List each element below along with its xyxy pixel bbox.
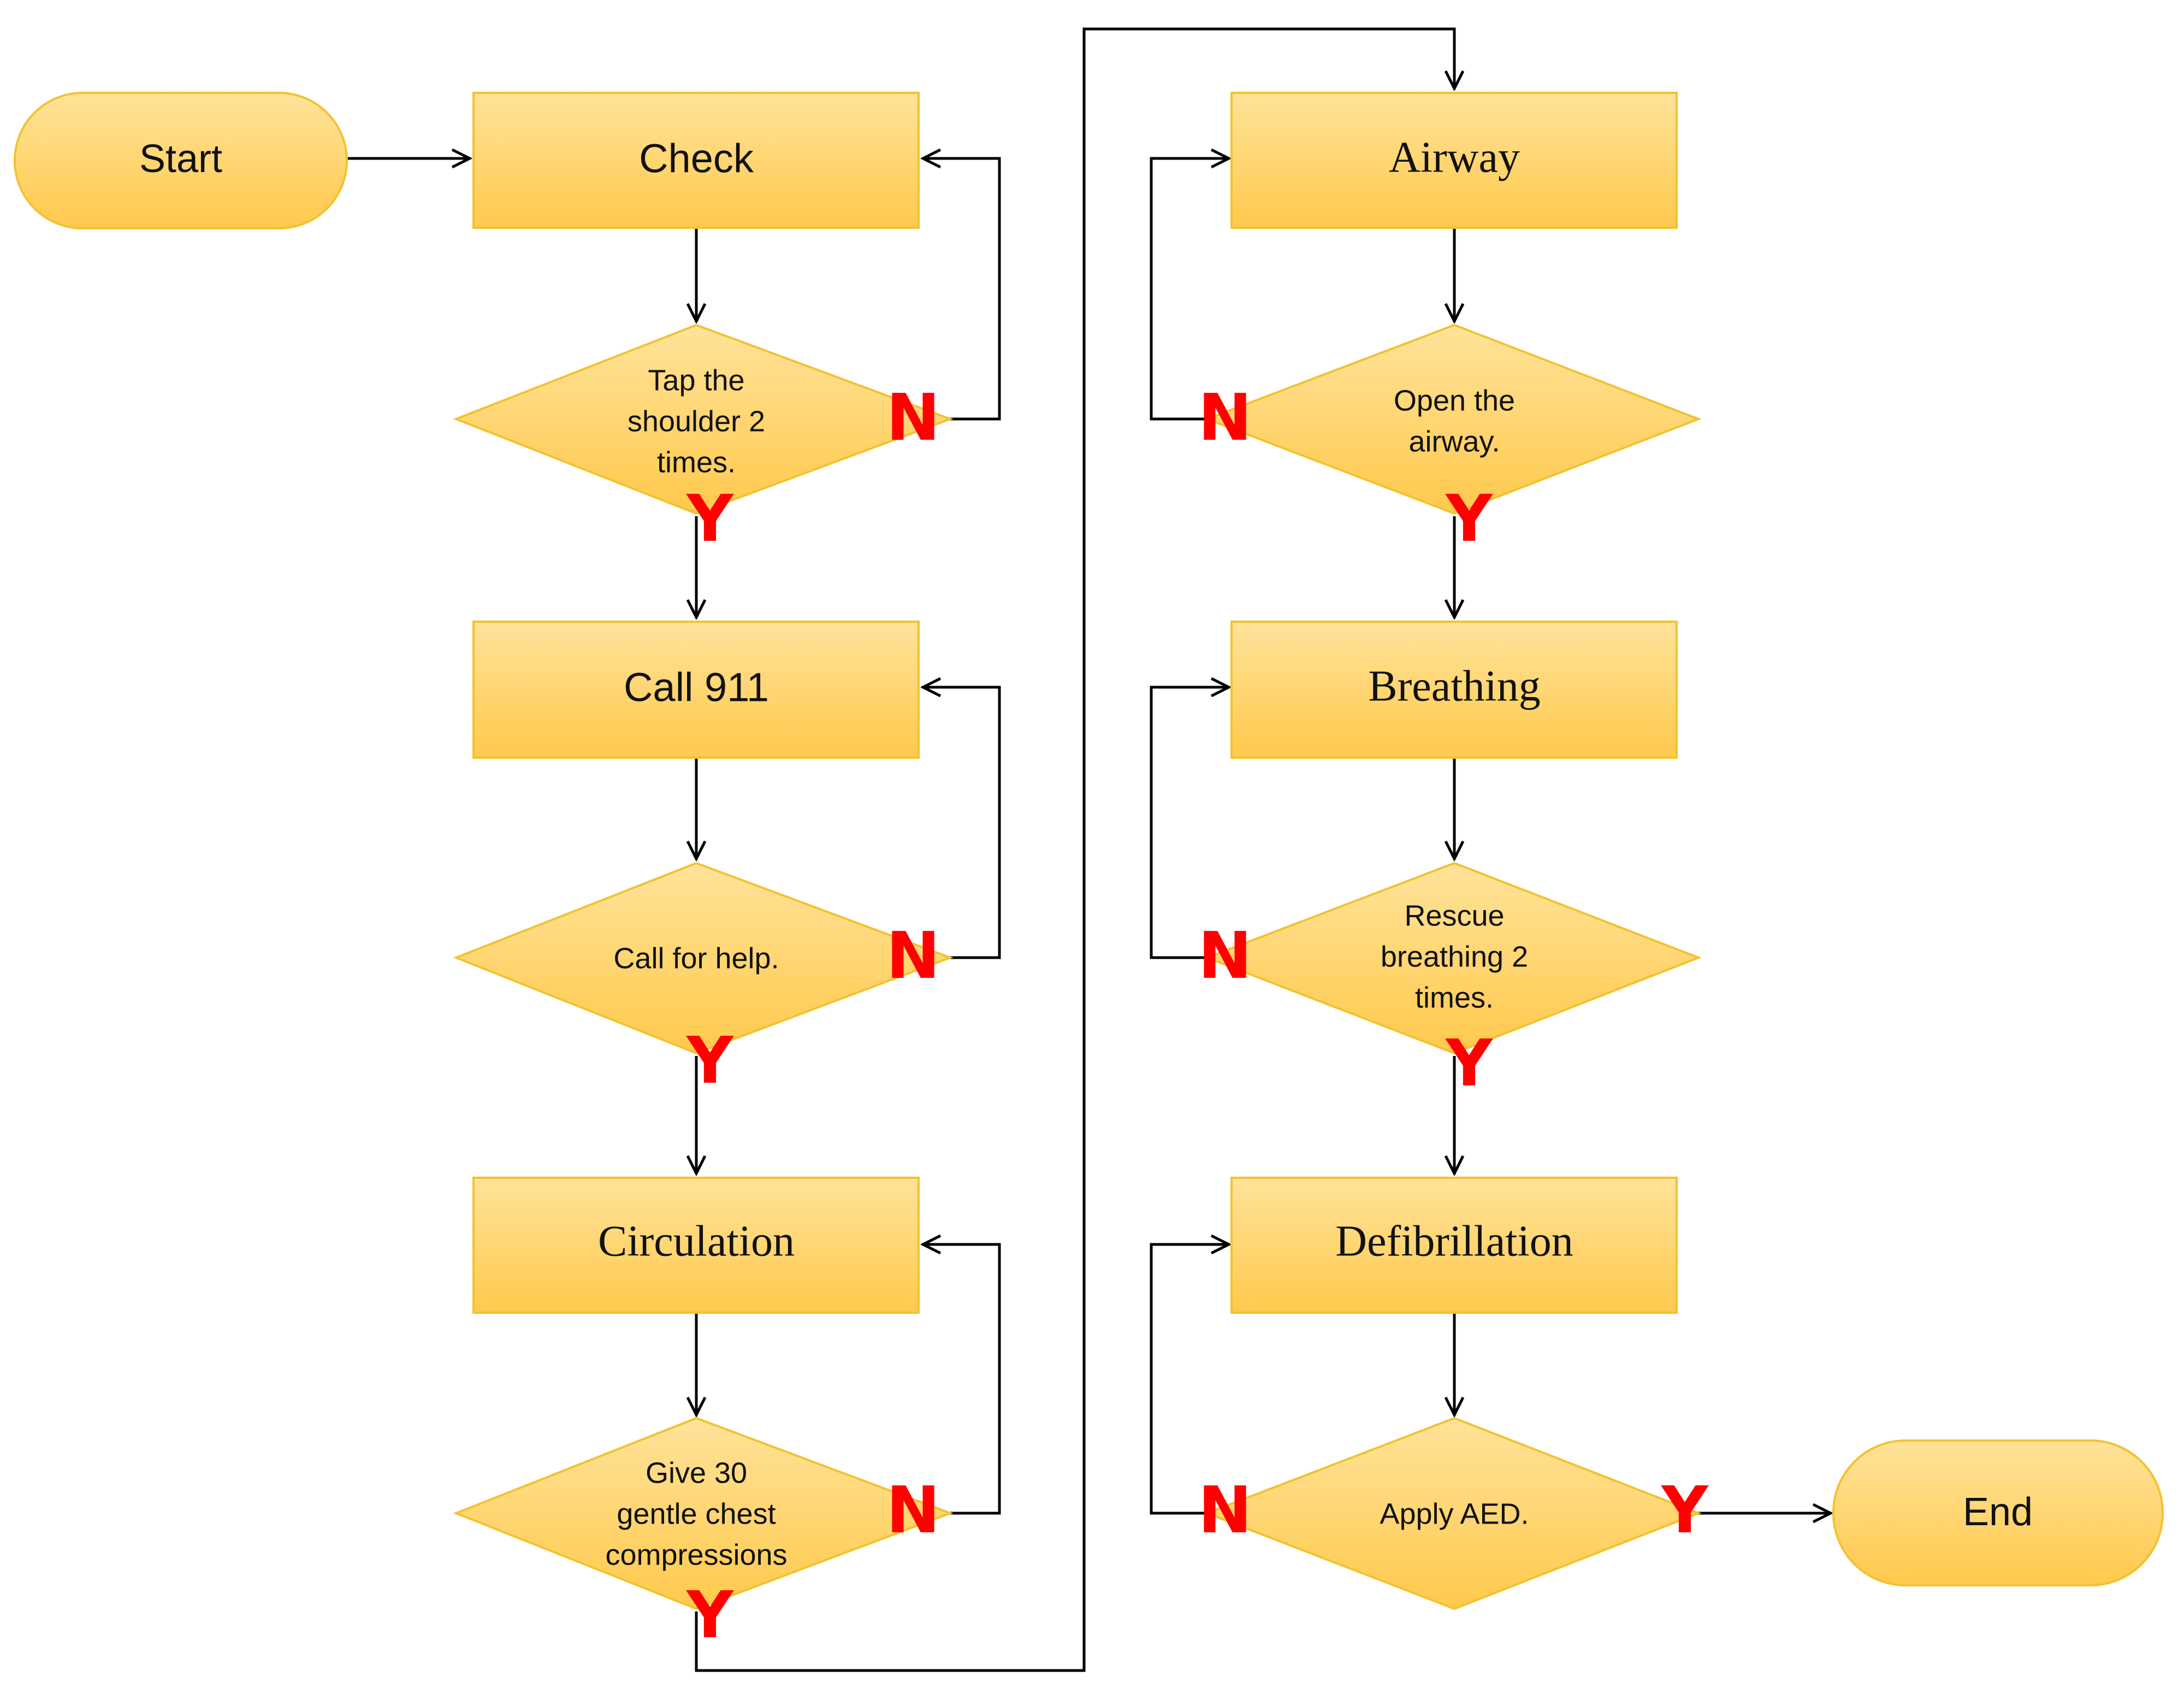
decision-rescue-breathing: Rescue breathing 2 times. bbox=[1204, 861, 1702, 1055]
connector-openairway-airway-no bbox=[1150, 158, 1229, 421]
start-label: Start bbox=[139, 137, 222, 181]
branch-no-label: N bbox=[886, 1472, 940, 1548]
step-breathing: Breathing bbox=[1230, 621, 1678, 759]
decision-open-airway-line-2: airway. bbox=[1408, 425, 1500, 458]
branch-no-label: N bbox=[1198, 1472, 1252, 1548]
decision-rescue-breathing-line-3: times. bbox=[1415, 981, 1494, 1014]
connector-compress-circulation-no bbox=[923, 1244, 1001, 1515]
step-check-label: Check bbox=[639, 136, 754, 181]
decision-rescue-breathing-line-2: breathing 2 bbox=[1381, 940, 1528, 973]
step-circulation-label: Circulation bbox=[598, 1217, 795, 1265]
decision-compressions-line-2: gentle chest bbox=[617, 1497, 776, 1530]
decision-tap-shoulder-line-1: Tap the bbox=[648, 364, 744, 397]
start-terminal: Start bbox=[14, 92, 348, 229]
step-call911-label: Call 911 bbox=[624, 665, 769, 710]
step-breathing-label: Breathing bbox=[1368, 662, 1540, 710]
decision-open-airway: Open the airway. bbox=[1204, 323, 1702, 515]
step-defibrillation-label: Defibrillation bbox=[1335, 1217, 1573, 1265]
decision-call-help-line-1: Call for help. bbox=[613, 942, 779, 975]
connector-rescue-breathing-no bbox=[1150, 687, 1229, 959]
connector-tap-check-no bbox=[923, 158, 1001, 421]
branch-yes-label: Y bbox=[1445, 481, 1493, 556]
branch-yes-label: Y bbox=[685, 1577, 734, 1652]
connector-compress-airway bbox=[695, 27, 1454, 1672]
decision-call-help: Call for help. bbox=[453, 861, 954, 1055]
decision-tap-shoulder-line-3: times. bbox=[657, 446, 736, 479]
branch-yes-label: Y bbox=[1445, 1025, 1493, 1101]
step-call911: Call 911 bbox=[472, 621, 920, 759]
branch-yes-label: Y bbox=[685, 1023, 734, 1098]
branch-no-label: N bbox=[886, 918, 940, 993]
decision-rescue-breathing-line-1: Rescue bbox=[1404, 899, 1504, 932]
decision-open-airway-line-1: Open the bbox=[1394, 384, 1515, 417]
branch-no-label: N bbox=[1198, 918, 1252, 993]
decision-tap-shoulder: Tap the shoulder 2 times. bbox=[453, 323, 954, 515]
branch-yes-label: Y bbox=[1660, 1472, 1709, 1548]
step-airway-label: Airway bbox=[1389, 133, 1520, 181]
end-terminal: End bbox=[1832, 1439, 2164, 1586]
decision-compressions-line-1: Give 30 bbox=[646, 1456, 747, 1489]
step-defibrillation: Defibrillation bbox=[1230, 1177, 1678, 1314]
decision-apply-aed: Apply AED. bbox=[1204, 1416, 1702, 1610]
step-circulation: Circulation bbox=[472, 1177, 920, 1314]
decision-tap-shoulder-line-2: shoulder 2 bbox=[628, 405, 765, 438]
branch-no-label: N bbox=[886, 380, 940, 455]
branch-yes-label: Y bbox=[685, 481, 734, 556]
decision-compressions-line-3: compressions bbox=[605, 1538, 787, 1571]
branch-no-label: N bbox=[1198, 380, 1252, 455]
step-check: Check bbox=[472, 92, 920, 229]
decision-apply-aed-line-1: Apply AED. bbox=[1380, 1497, 1529, 1530]
connector-aed-defibrillation-no bbox=[1150, 1244, 1229, 1515]
end-label: End bbox=[1963, 1490, 2033, 1534]
step-airway: Airway bbox=[1230, 92, 1678, 229]
connector-help-call911-no bbox=[923, 687, 1001, 959]
decision-compressions: Give 30 gentle chest compressions bbox=[453, 1416, 954, 1610]
